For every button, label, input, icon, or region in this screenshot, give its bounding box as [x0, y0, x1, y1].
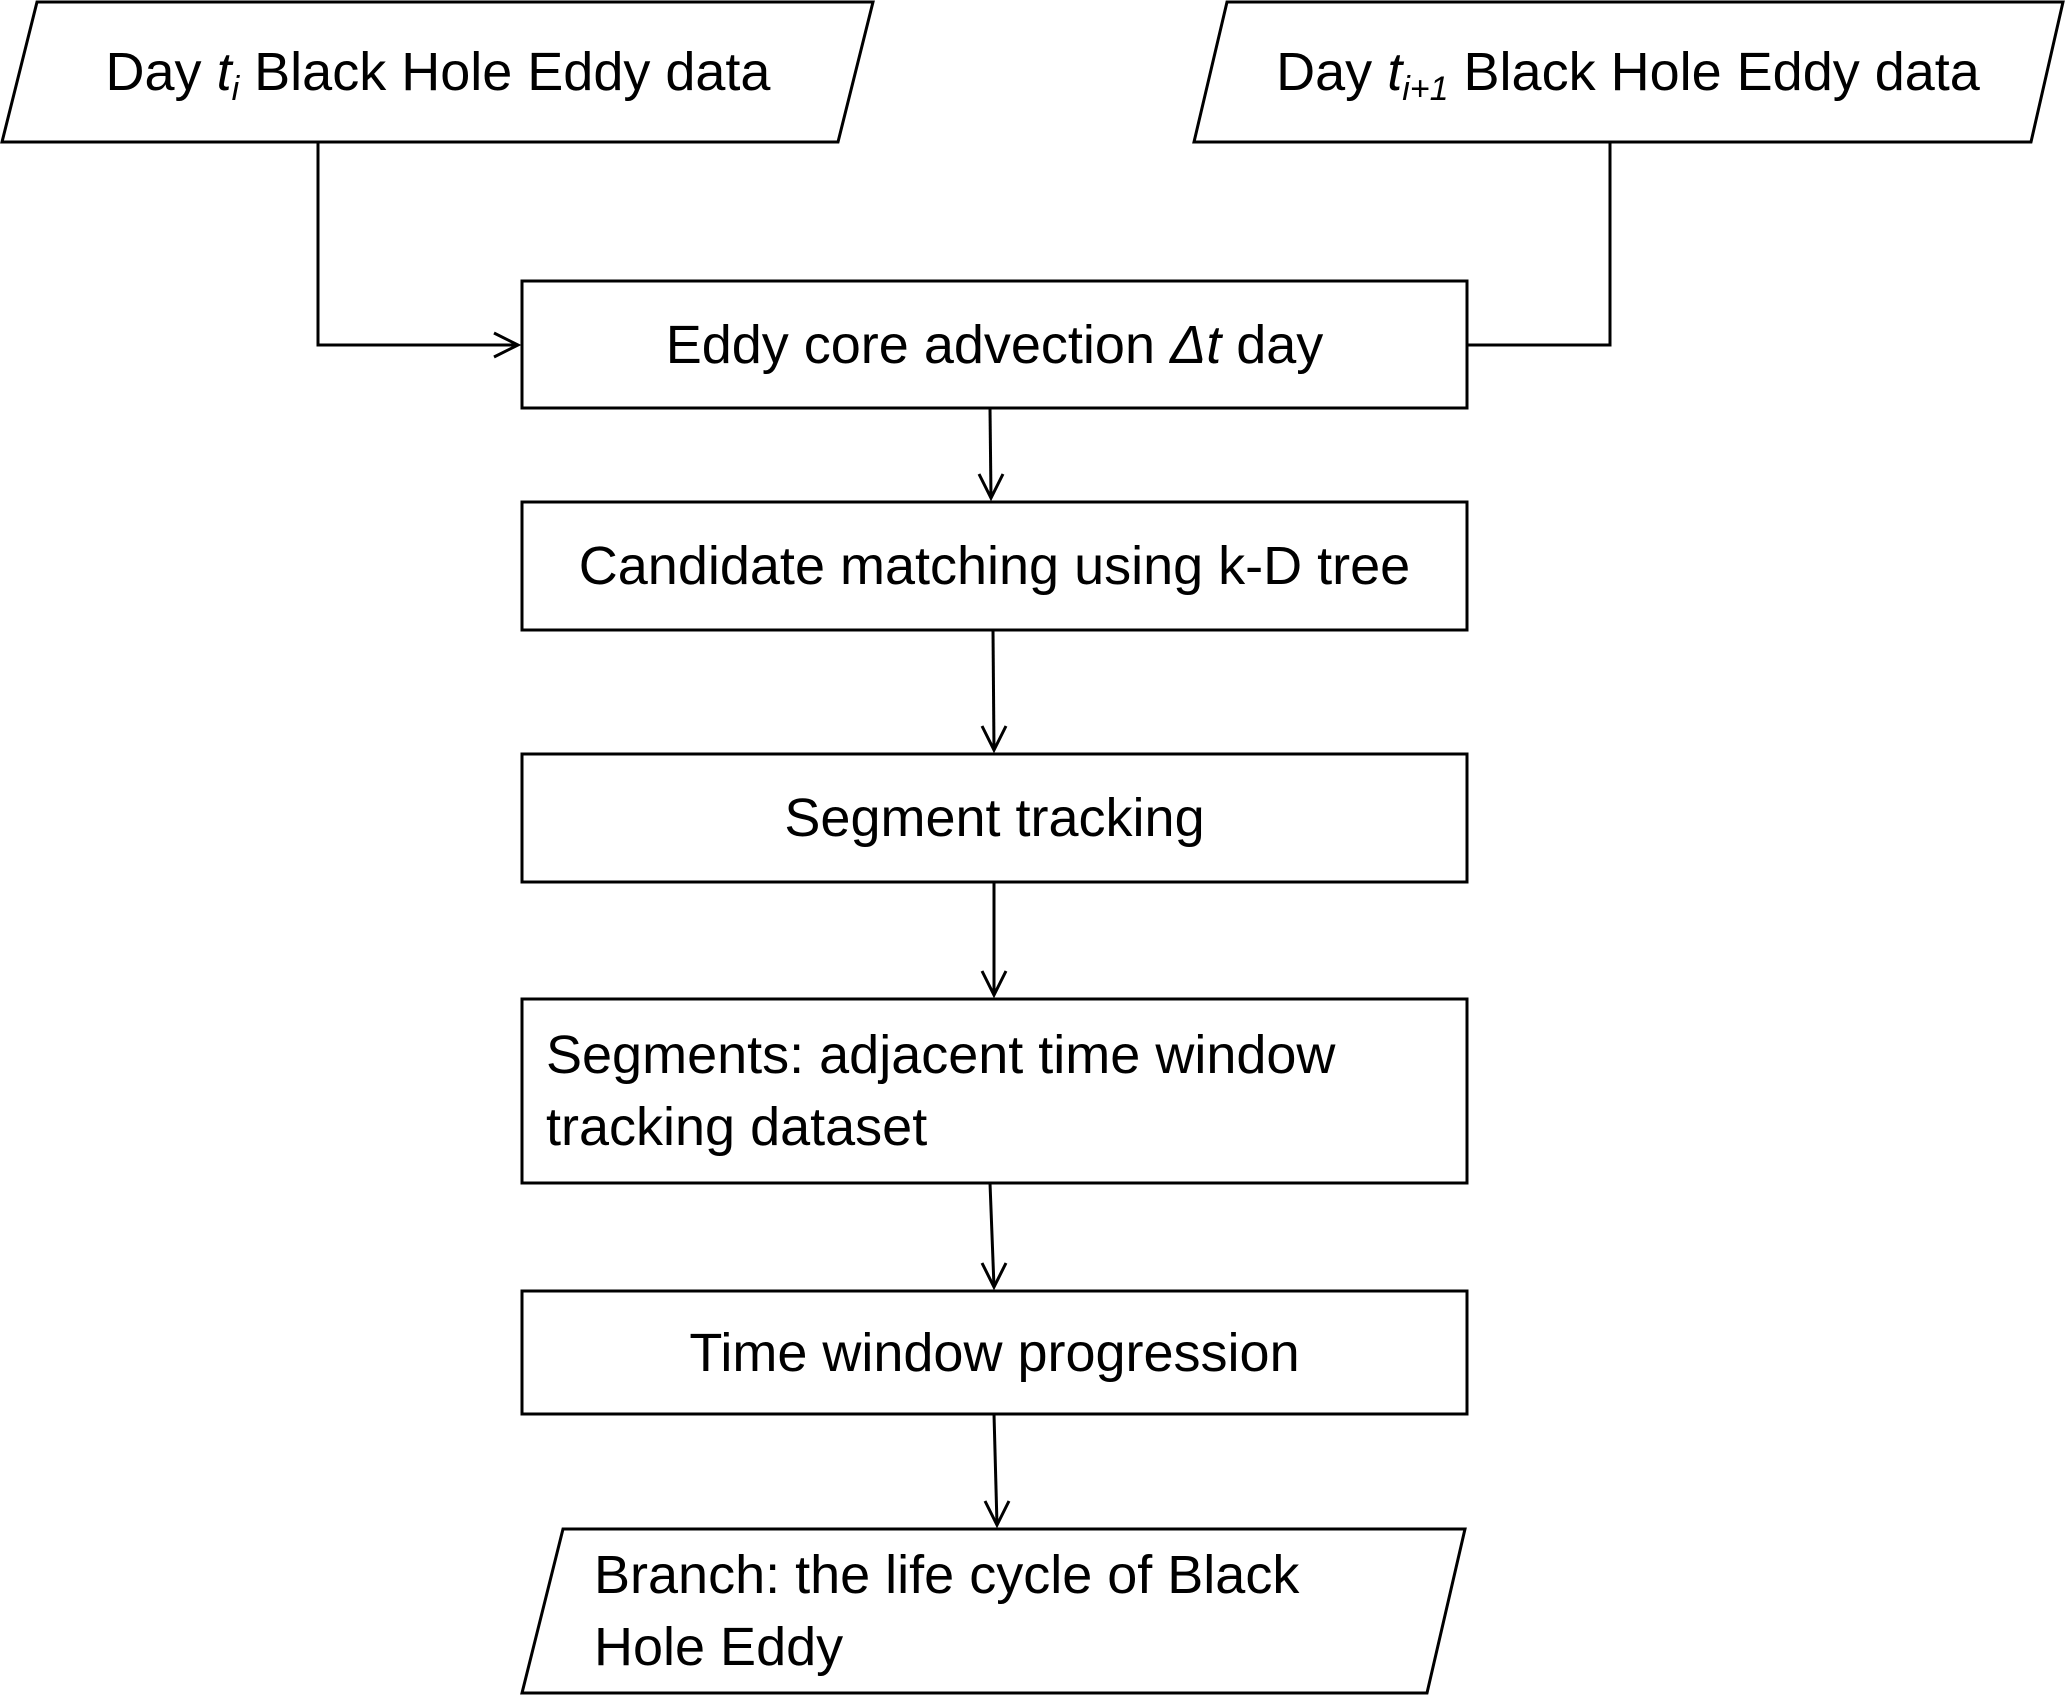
- segment-tracking-node: Segment tracking: [522, 754, 1467, 882]
- input-ti-shape: [0, 0, 875, 144]
- progression-node: Time window progression: [522, 1291, 1467, 1414]
- segments-shape: [520, 997, 1469, 1185]
- segments-node: Segments: adjacent time window tracking …: [546, 999, 1456, 1183]
- input-ti1-label: Day ti+1 Black Hole Eddy data: [1276, 36, 1980, 108]
- edge-matching-to-segment-tracking: [991, 629, 996, 751]
- arrowhead-input-ti-to-advection: [493, 331, 522, 359]
- segments-label-line-1: Segments: adjacent time window: [546, 1025, 1336, 1085]
- input-ti1-suffix: Black Hole Eddy data: [1448, 42, 1980, 102]
- segments-label-line-2: tracking dataset: [546, 1097, 928, 1157]
- input-ti1-node: Day ti+1 Black Hole Eddy data: [1210, 2, 2046, 142]
- input-ti-label: Day ti Black Hole Eddy data: [106, 36, 771, 108]
- input-ti1-prefix: Day: [1276, 42, 1388, 102]
- arrowhead-advection-to-matching: [977, 473, 1005, 502]
- advection-prefix: Eddy core advection: [665, 314, 1170, 375]
- edge-progression-to-branch: [992, 1413, 999, 1526]
- arrowhead-matching-to-segment-tracking: [980, 725, 1008, 754]
- arrowhead-segments-to-progression: [980, 1262, 1008, 1291]
- input-ti-subscript: i: [231, 70, 240, 108]
- progression-label: Time window progression: [689, 1322, 1300, 1383]
- input-ti-node: Day ti Black Hole Eddy data: [20, 2, 856, 142]
- edge-input-ti1-to-advection: [1467, 142, 1612, 347]
- branch-label: Branch: the life cycle of Black Hole Edd…: [594, 1539, 1299, 1683]
- matching-node: Candidate matching using k-D tree: [522, 502, 1467, 630]
- matching-label: Candidate matching using k-D tree: [578, 536, 1411, 596]
- input-ti1-subscript: i+1: [1402, 70, 1449, 108]
- edge-advection-to-matching: [988, 407, 993, 499]
- branch-node: Branch: the life cycle of Black Hole Edd…: [594, 1529, 1434, 1693]
- input-ti-prefix: Day: [105, 42, 217, 102]
- advection-node: Eddy core advection Δt day: [522, 281, 1467, 408]
- branch-shape: [520, 1527, 1467, 1695]
- advection-variable: Δt: [1170, 314, 1222, 375]
- edge-segments-to-progression: [988, 1182, 996, 1288]
- arrowhead-segment-tracking-to-segments: [980, 970, 1008, 999]
- advection-suffix: day: [1221, 314, 1324, 375]
- input-ti1-shape: [1192, 0, 2065, 144]
- segment-tracking-label: Segment tracking: [784, 788, 1205, 848]
- segments-label: Segments: adjacent time window tracking …: [546, 1019, 1335, 1163]
- branch-label-line-1: Branch: the life cycle of Black: [594, 1545, 1300, 1605]
- input-ti-suffix: Black Hole Eddy data: [239, 42, 771, 102]
- branch-label-line-2: Hole Eddy: [594, 1617, 844, 1677]
- arrowhead-progression-to-branch: [983, 1500, 1011, 1529]
- advection-label: Eddy core advection Δt day: [666, 309, 1324, 381]
- input-ti-variable: t: [216, 42, 232, 102]
- edge-input-ti-to-advection: [316, 142, 518, 347]
- input-ti1-variable: t: [1387, 42, 1403, 102]
